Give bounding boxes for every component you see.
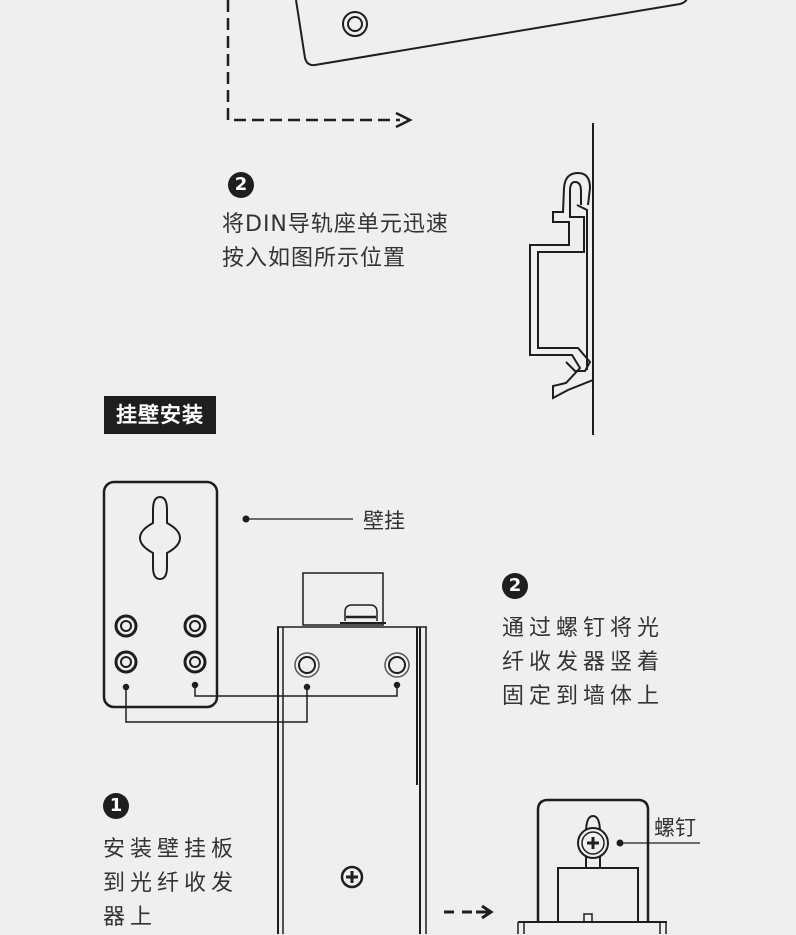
dashed-arrow-right (226, 0, 413, 129)
dashed-arrow-right-small (444, 904, 494, 920)
din-step-2-text: 将DIN导轨座单元迅速 按入如图所示位置 (222, 212, 449, 271)
step-2-badge-din: 2 (228, 172, 254, 198)
wall-step-2-text: 通过螺钉将光 纤收发器竖着 固定到墙体上 (502, 616, 665, 709)
wall-plate-leader (242, 515, 353, 523)
step-1-badge-wall: 1 (103, 793, 129, 819)
tilted-device-plate (295, 0, 688, 67)
screw-label: 螺钉 (654, 816, 696, 840)
wall-mount-plate (102, 480, 219, 709)
wall-plate-label: 壁挂 (363, 509, 405, 533)
section-title-wall-mount: 挂壁安装 (104, 396, 216, 434)
step-2-badge-wall: 2 (502, 573, 528, 599)
wall-step-1-text: 安装壁挂板 到光纤收发 器上 (103, 837, 239, 930)
mounted-view-diagram (517, 798, 700, 934)
hole-alignment-lines (122, 681, 401, 723)
din-rail-clip-diagram (529, 123, 594, 435)
fiber-transceiver-device (277, 572, 427, 934)
